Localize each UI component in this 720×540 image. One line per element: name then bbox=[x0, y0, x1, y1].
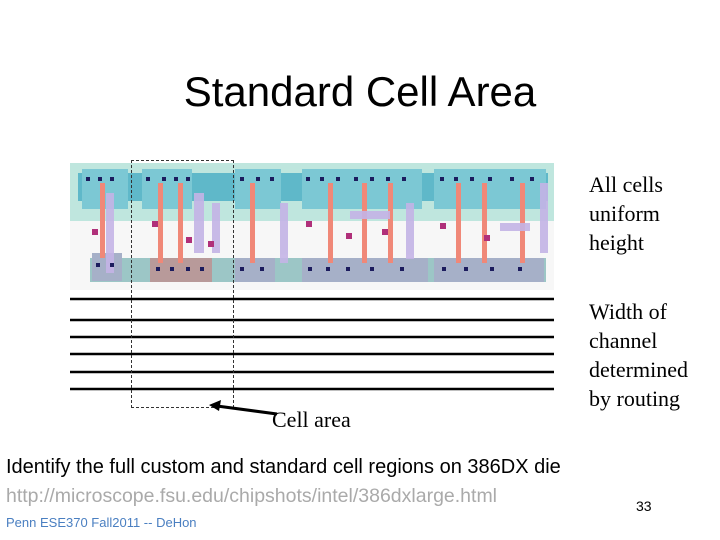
instruction-text: Identify the full custom and standard ce… bbox=[6, 456, 561, 478]
course-credit: Penn ESE370 Fall2011 -- DeHon bbox=[6, 515, 197, 530]
note-line: channel bbox=[589, 328, 658, 353]
cell-area-arrow bbox=[209, 400, 278, 416]
note-line: Width of bbox=[589, 299, 667, 324]
channel-width-note: Width of channel determined by routing bbox=[589, 297, 719, 413]
note-line: uniform bbox=[589, 201, 660, 226]
note-line: All cells bbox=[589, 172, 663, 197]
note-line: determined bbox=[589, 357, 688, 382]
cell-area-label: Cell area bbox=[272, 407, 351, 432]
page-number: 33 bbox=[636, 498, 652, 514]
reference-link[interactable]: http://microscope.fsu.edu/chipshots/inte… bbox=[6, 485, 498, 507]
cell-area-outline bbox=[131, 160, 234, 408]
standard-cell-layout-image bbox=[70, 163, 554, 290]
uniform-height-note: All cells uniform height bbox=[589, 170, 709, 257]
routing-channel bbox=[70, 290, 556, 410]
note-line: by routing bbox=[589, 386, 681, 411]
slide-title: Standard Cell Area bbox=[183, 68, 537, 115]
note-line: height bbox=[589, 230, 644, 255]
